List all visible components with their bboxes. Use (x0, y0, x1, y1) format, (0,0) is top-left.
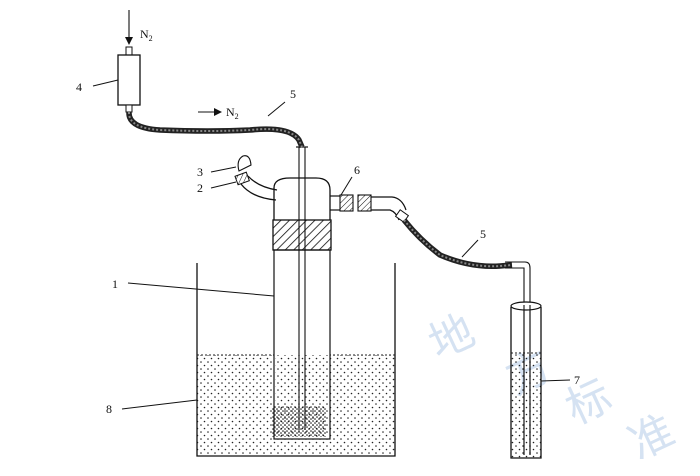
absorption-tube-mouth (510, 301, 542, 311)
inlet-gas-subscript: 2 (149, 34, 153, 43)
label-7: 7 (574, 373, 580, 387)
flow-arrow-head (214, 108, 222, 116)
flow-gas-symbol: N (226, 105, 235, 119)
flow-gas-subscript: 2 (235, 112, 239, 121)
watermark: 地 方 标 准 (421, 305, 682, 470)
vessel-head (273, 177, 331, 220)
side-arm-cap (237, 155, 252, 172)
joint-right (357, 194, 372, 212)
upper-tube-texture (127, 111, 303, 148)
absorption-tube (510, 301, 542, 459)
label-1: 1 (112, 277, 118, 291)
lower-tube-outer (401, 218, 513, 270)
label-8: 8 (106, 402, 112, 416)
label-2: 2 (197, 181, 203, 195)
label-5-lower: 5 (480, 227, 486, 241)
leader-lines (92, 79, 571, 410)
reaction-vessel (234, 146, 340, 440)
absorption-liquid (511, 353, 541, 458)
drying-tube-body (117, 54, 141, 106)
rubber-tube-upper (126, 108, 305, 149)
absorption-tube-wall (510, 307, 542, 459)
flow-gas-label: N2 (226, 105, 239, 121)
gas-labels: N2 N2 (140, 27, 239, 121)
label-3: 3 (197, 165, 203, 179)
stopper (272, 219, 332, 251)
bath-wall (196, 263, 396, 457)
lower-tube-texture (403, 219, 513, 268)
watermark-char-4: 准 (621, 405, 682, 470)
joint-left (339, 194, 354, 212)
part-labels: 4 5 3 2 6 1 8 5 7 (76, 80, 580, 416)
inlet-arrow-head (125, 37, 133, 45)
side-arm-clamp (234, 171, 250, 186)
inlet-gas-symbol: N (140, 27, 149, 41)
connector-joint (339, 194, 410, 223)
drying-tube (117, 10, 141, 113)
inlet-gas-label: N2 (140, 27, 153, 43)
label-5-upper: 5 (290, 87, 296, 101)
watermark-char-1: 地 (421, 305, 482, 370)
label-4: 4 (76, 80, 82, 94)
upper-tube-outer (126, 111, 305, 149)
label-6: 6 (354, 163, 360, 177)
